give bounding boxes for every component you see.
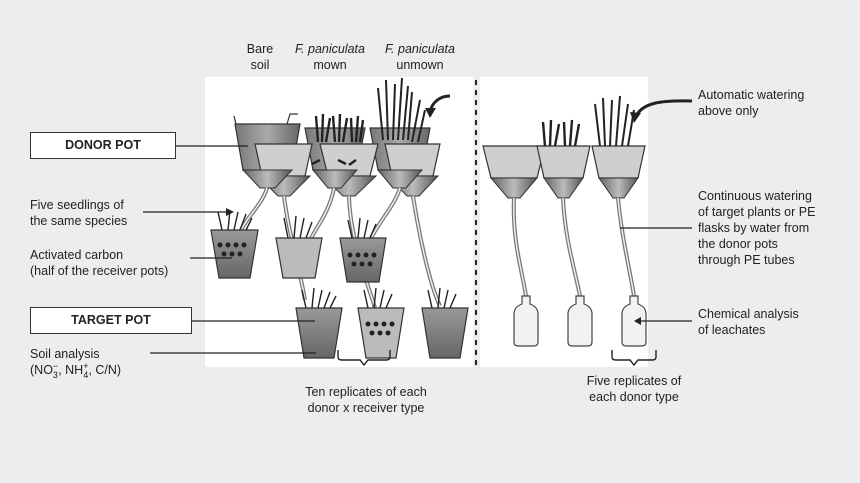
arrowheads [226, 208, 641, 325]
activated-carbon-label: Activated carbon(half of the receiver po… [30, 248, 169, 278]
target-pots-bottom [295, 287, 469, 359]
brace-five [611, 350, 657, 367]
unmown-grass-left [377, 77, 426, 143]
donor-pots-right [482, 145, 646, 199]
target-pot-label: TARGET POT [30, 307, 192, 334]
leader-lines [143, 145, 692, 354]
watering-arrow-right [634, 99, 693, 117]
soil-analysis-formula: (NO−3, NH+4, C/N) [30, 361, 122, 380]
receiver-pots-middle [210, 209, 387, 283]
pe-flasks [513, 295, 647, 347]
soil-analysis-label: Soil analysis (NO−3, NH+4, C/N) [30, 347, 122, 380]
brace-ten [337, 350, 391, 367]
unmown-grass-right [594, 95, 635, 147]
mown-tufts-right [541, 119, 581, 147]
mown-tufts-left [311, 113, 365, 166]
donor-pots-left [233, 113, 441, 197]
donor-pot-label: DONOR POT [30, 132, 176, 159]
